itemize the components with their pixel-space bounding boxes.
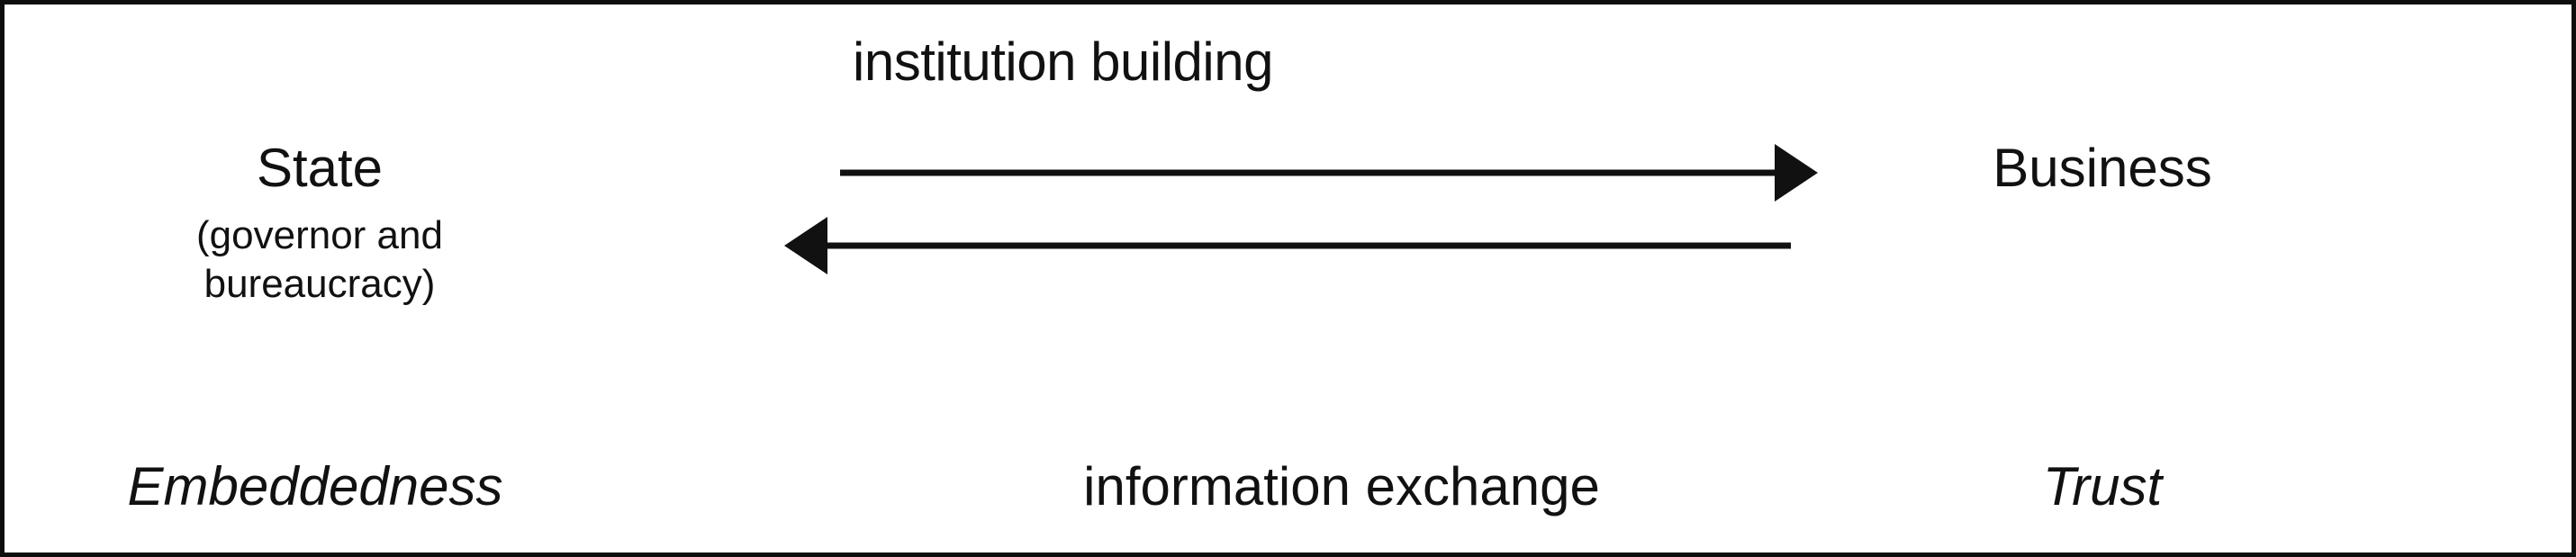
attribute-label-trust: Trust xyxy=(2042,456,2163,517)
node-sublabel-state-line2: bureaucracy) xyxy=(203,261,436,306)
node-sublabel-state-line1: (governor and xyxy=(196,213,443,257)
arrow-state-to-business xyxy=(840,144,1818,202)
node-label-state: State xyxy=(256,138,384,198)
arrow-business-to-state xyxy=(784,217,1791,274)
arrow-bottom-head-left xyxy=(784,217,827,274)
arrow-layer xyxy=(784,144,1818,274)
arrow-label-information-exchange: information exchange xyxy=(1083,456,1600,517)
arrow-top-head-right xyxy=(1775,144,1818,202)
node-label-business: Business xyxy=(1993,138,2212,198)
attribute-label-embeddedness: Embeddedness xyxy=(127,456,503,517)
arrow-label-institution-building: institution building xyxy=(853,31,1273,92)
node-sublabel-state: (governor and bureaucracy) xyxy=(5,211,635,308)
